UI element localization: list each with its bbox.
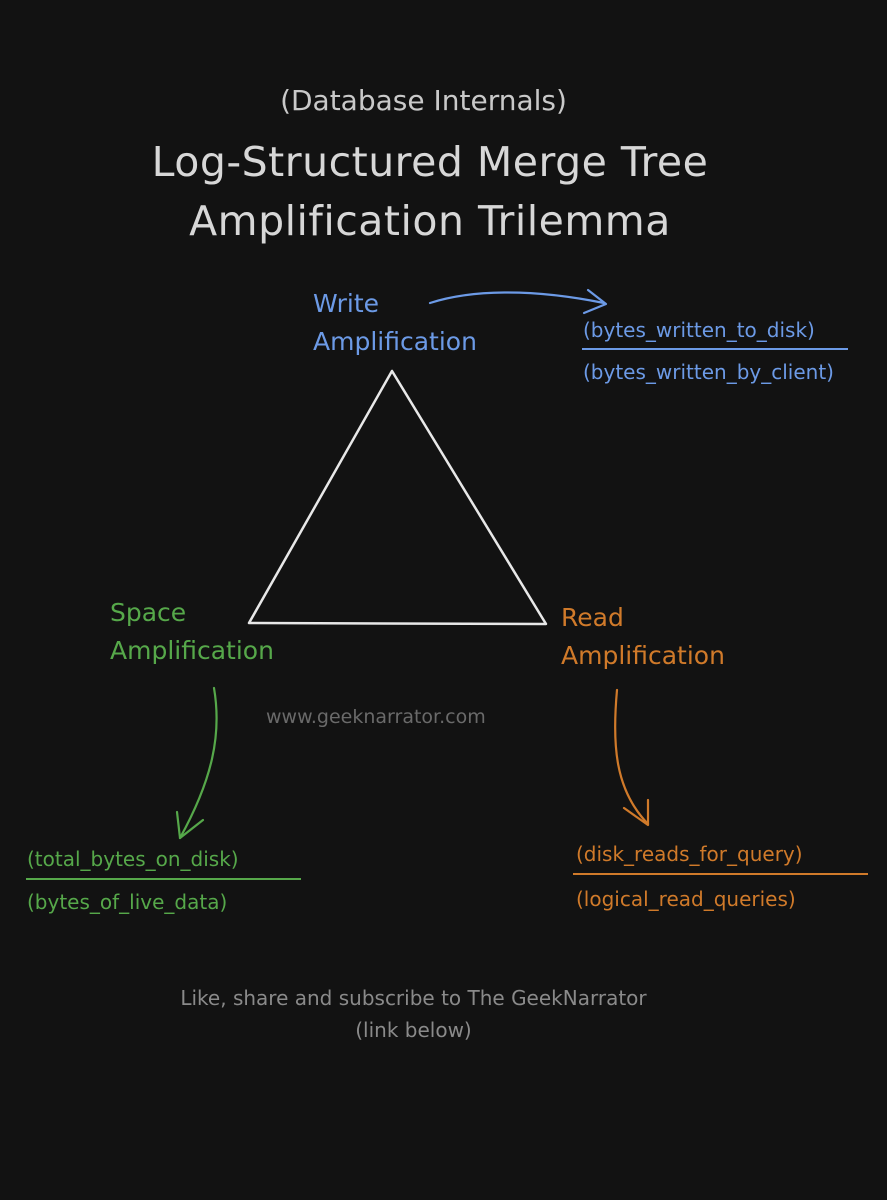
title-line-2: Amplification Trilemma bbox=[189, 197, 671, 245]
write-label-line1: Write bbox=[313, 289, 380, 318]
read-amplification-label: Read Amplification bbox=[561, 599, 725, 675]
title-line-1: Log-Structured Merge Tree bbox=[151, 138, 709, 186]
space-label-line1: Space bbox=[110, 598, 187, 627]
watermark-url: www.geeknarrator.com bbox=[266, 706, 486, 728]
read-label-line2: Amplification bbox=[561, 641, 725, 670]
write-amplification-label: Write Amplification bbox=[313, 285, 477, 361]
subtitle: (Database Internals) bbox=[280, 84, 567, 117]
write-numerator: (bytes_written_to_disk) bbox=[583, 318, 815, 342]
space-arrow-head bbox=[175, 810, 205, 840]
read-label-line1: Read bbox=[561, 603, 624, 632]
write-label-line2: Amplification bbox=[313, 327, 477, 356]
trilemma-triangle bbox=[247, 369, 548, 626]
read-arrow-head bbox=[622, 798, 650, 827]
read-arrow bbox=[613, 688, 650, 826]
space-label-line2: Amplification bbox=[110, 636, 274, 665]
space-arrow bbox=[178, 686, 218, 840]
read-numerator: (disk_reads_for_query) bbox=[576, 842, 803, 866]
footer-cta: Like, share and subscribe to The GeekNar… bbox=[180, 986, 647, 1010]
space-amplification-label: Space Amplification bbox=[110, 594, 274, 670]
write-arrow-head bbox=[582, 288, 608, 315]
read-denominator: (logical_read_queries) bbox=[576, 887, 796, 911]
space-numerator: (total_bytes_on_disk) bbox=[27, 847, 239, 871]
footer-link-note: (link below) bbox=[355, 1018, 472, 1042]
space-denominator: (bytes_of_live_data) bbox=[27, 890, 228, 914]
write-denominator: (bytes_written_by_client) bbox=[583, 360, 834, 384]
